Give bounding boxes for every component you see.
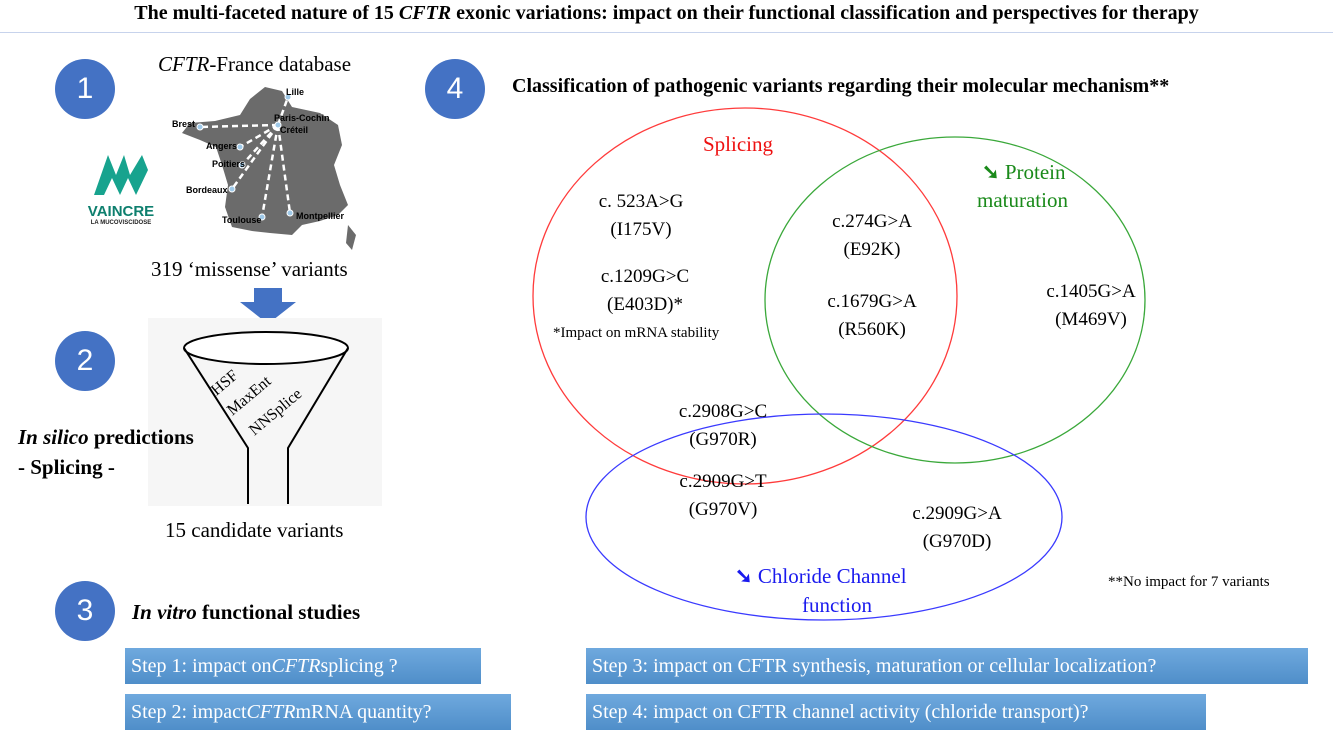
variant-c2909t: c.2909G>T(G970V)	[679, 471, 767, 520]
venn-heading: Classification of pathogenic variants re…	[512, 75, 1170, 97]
city-poitiers: Poitiers	[212, 159, 246, 169]
mrna-note: *Impact on mRNA stability	[553, 325, 720, 341]
city-toulouse: Toulouse	[222, 215, 262, 225]
splicing-sublabel: - Splicing -	[18, 455, 115, 479]
city-paris-cochin: Paris-Cochin	[274, 113, 330, 123]
city-angers: Angers	[206, 141, 238, 151]
variant-c2908: c.2908G>C(G970R)	[678, 401, 768, 450]
step-4-box: Step 4: impact on CFTR channel activity …	[586, 694, 1206, 730]
variant-c1405: c.1405G>A(M469V)	[1046, 281, 1136, 330]
missense-count: 319 ‘missense’ variants	[151, 257, 348, 281]
in-silico-label: In silico predictions	[18, 425, 194, 449]
step-1-box: Step 1: impact on CFTR splicing ?	[125, 648, 481, 684]
step-number-2: 2	[55, 331, 115, 391]
chloride-label-2: function	[802, 593, 872, 617]
page-title: The multi-faceted nature of 15 CFTR exon…	[134, 2, 1199, 24]
city-montpellier: Montpellier	[296, 211, 345, 221]
down-right-arrow-icon: ➘	[735, 564, 753, 588]
step-2-box: Step 2: impact CFTR mRNA quantity?	[125, 694, 511, 730]
city-lille: Lille	[286, 87, 305, 97]
functional-studies-label: In vitro functional studies	[132, 600, 361, 624]
step-number-1: 1	[55, 59, 115, 119]
vaincre-logo: VAINCRE LA MUCOVISCIDOSE	[86, 150, 156, 230]
down-arrow-icon	[240, 288, 296, 324]
variant-c1209: c.1209G>C(E403D)*	[600, 266, 690, 315]
logo-main-text: VAINCRE	[87, 203, 155, 220]
splicing-label: Splicing	[703, 132, 774, 156]
protein-label: ➘ Protein	[982, 160, 1066, 184]
protein-circle	[764, 136, 1146, 464]
city-creteil: Créteil	[280, 125, 309, 135]
step-3-box: Step 3: impact on CFTR synthesis, matura…	[586, 648, 1308, 684]
variant-c274: c.274G>A(E92K)	[832, 211, 912, 260]
vaincre-logo-mark	[94, 155, 148, 195]
protein-label-2: maturation	[977, 188, 1068, 212]
no-impact-note: **No impact for 7 variants	[1108, 574, 1270, 590]
funnel-icon	[183, 331, 349, 504]
database-title: CFTR-France database	[158, 52, 352, 76]
candidate-count: 15 candidate variants	[165, 518, 344, 542]
variant-c2909a: c.2909G>A(G970D)	[912, 503, 1002, 552]
france-map: Lille Brest Paris-Cochin Créteil Angers …	[170, 85, 360, 255]
title-divider	[0, 32, 1333, 33]
variant-c523: c. 523A>G(I175V)	[598, 191, 684, 240]
variant-c1679: c.1679G>A(R560K)	[827, 291, 917, 340]
splicing-circle	[532, 107, 958, 485]
city-bordeaux: Bordeaux	[186, 185, 228, 195]
france-map-shape	[182, 87, 356, 250]
city-brest: Brest	[172, 119, 196, 129]
chloride-label: ➘ Chloride Channel	[735, 564, 907, 588]
chloride-circle	[585, 413, 1063, 621]
step-number-4: 4	[425, 59, 485, 119]
down-right-arrow-icon: ➘	[982, 160, 1000, 184]
funnel-panel: HSF MaxEnt NNSplice	[148, 318, 382, 506]
step-number-3: 3	[55, 581, 115, 641]
logo-sub-text: LA MUCOVISCIDOSE	[90, 220, 152, 226]
